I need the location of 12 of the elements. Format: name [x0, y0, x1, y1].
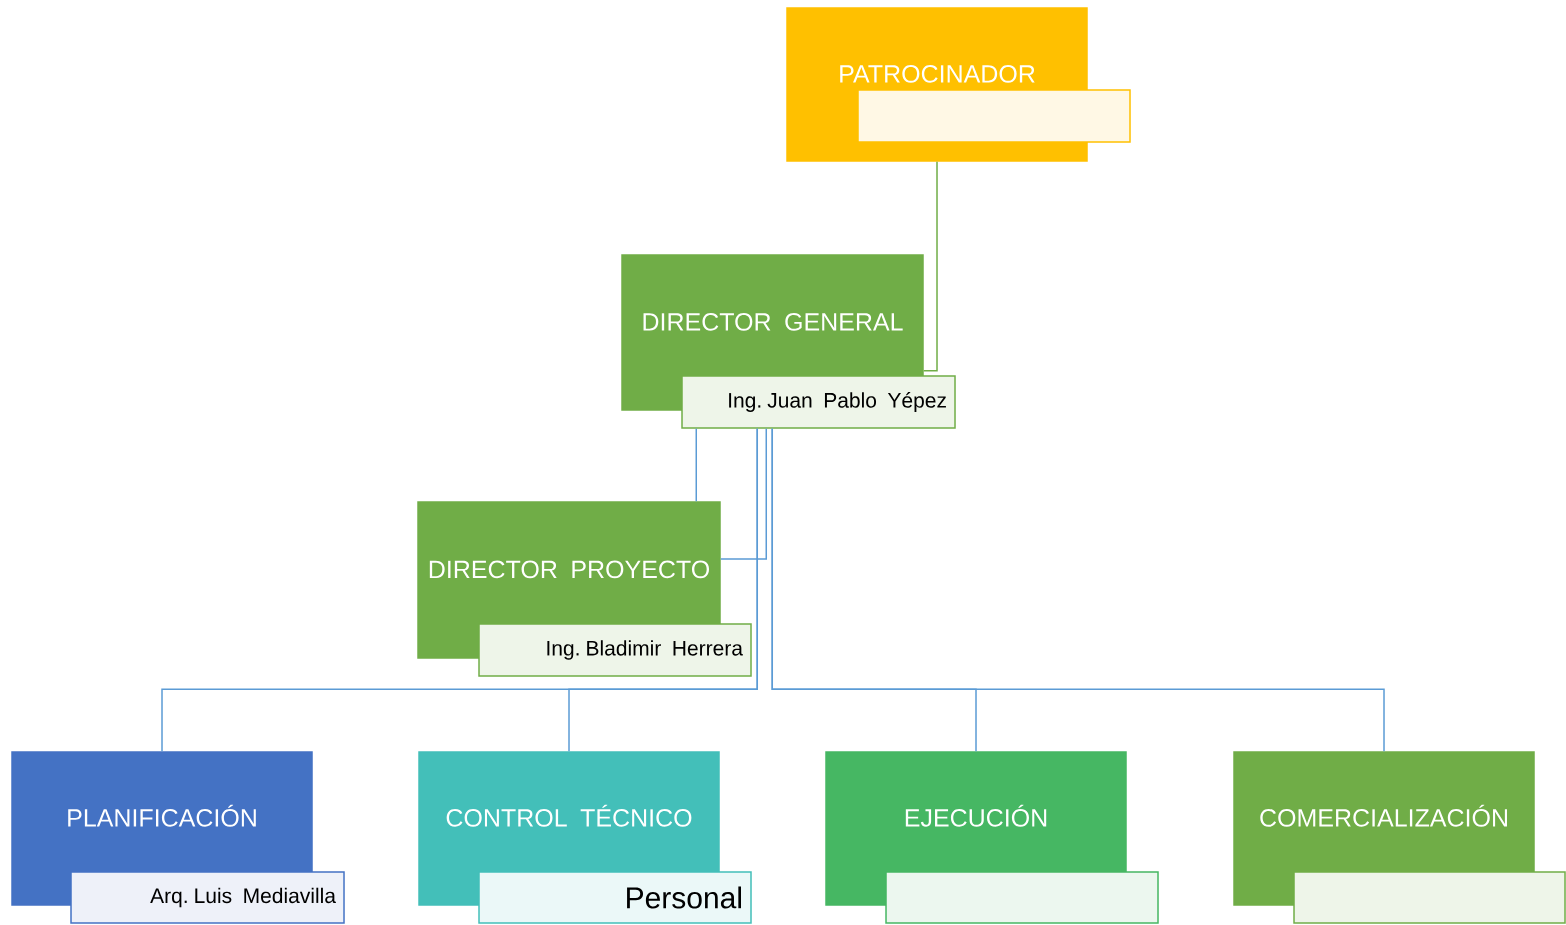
name-box — [857, 89, 1131, 143]
name-box — [885, 871, 1159, 924]
connector-line — [695, 428, 697, 502]
name-box: Ing. Bladimir Herrera — [478, 623, 752, 677]
name-box — [1293, 871, 1566, 924]
connector-line — [771, 428, 1385, 752]
name-box: Ing. Juan Pablo Yépez — [681, 375, 956, 429]
connector-line — [568, 428, 758, 752]
name-box: Personal — [478, 871, 752, 924]
name-box: Arq. Luis Mediavilla — [70, 871, 345, 924]
connector-line — [923, 161, 938, 372]
connector-line — [720, 428, 767, 560]
